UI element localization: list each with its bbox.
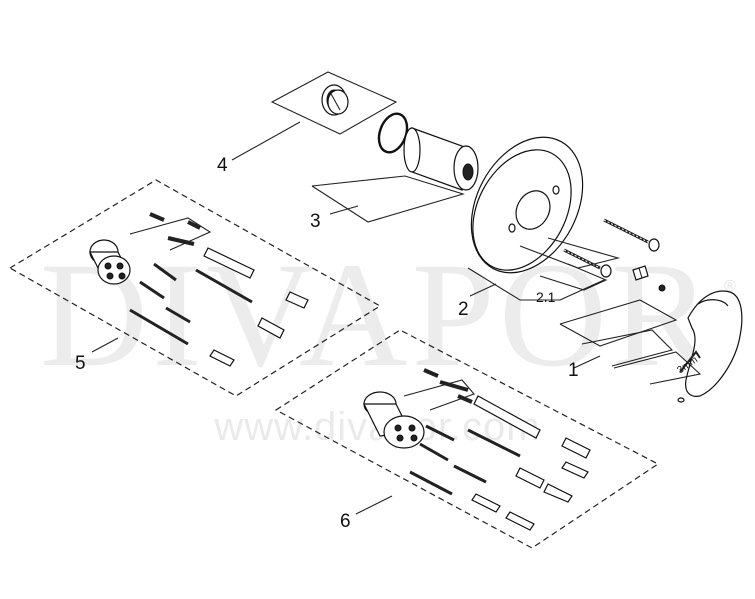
part-1-box-b xyxy=(581,329,674,367)
screw-hole-top xyxy=(552,185,560,195)
part-4-nut xyxy=(321,84,349,116)
callout-4: 4 xyxy=(217,155,228,176)
leader-6 xyxy=(355,495,393,515)
part-3-group xyxy=(311,112,479,223)
part-6-cartridge xyxy=(363,391,425,449)
screw-box-upper xyxy=(519,237,621,269)
long-screw-upper xyxy=(603,218,660,252)
leader-4 xyxy=(231,121,301,161)
callout-6: 6 xyxy=(340,511,351,532)
leader-5 xyxy=(91,337,119,353)
long-screw-lower xyxy=(563,248,612,278)
handle-screw xyxy=(677,397,685,403)
callout-1: 1 xyxy=(568,360,579,381)
callout-5: 5 xyxy=(75,353,86,374)
part-1-box-a xyxy=(559,299,678,347)
part-4-group xyxy=(231,71,398,161)
part-1-group xyxy=(559,265,743,403)
part-5-cartridge xyxy=(89,239,131,285)
callout-3: 3 xyxy=(310,211,321,232)
leader-2-1 xyxy=(559,279,605,301)
part-5-dashed-box xyxy=(8,179,382,397)
watermark-brand: DIVAPOR xyxy=(39,232,716,398)
part-6-dashed-box xyxy=(274,329,660,549)
screw-hole-bottom xyxy=(508,223,516,233)
lever-handle xyxy=(685,290,743,397)
set-screw xyxy=(658,284,666,292)
escutcheon-hole xyxy=(515,190,551,230)
part-6-group xyxy=(274,329,660,549)
leader-1 xyxy=(573,355,601,369)
part-4-box xyxy=(270,71,398,135)
hex-key-icon xyxy=(679,350,701,373)
part-5-small-parts xyxy=(129,212,309,367)
screw-box-lower xyxy=(539,263,608,291)
adapter-nut xyxy=(632,265,649,281)
part-1-box-c xyxy=(613,351,702,385)
watermark-registered-mark: ® xyxy=(724,278,736,295)
leader-2-bracket xyxy=(467,267,560,301)
part-5-group xyxy=(8,179,382,397)
part-3-box xyxy=(311,175,465,223)
callout-2-1: 2.1 xyxy=(536,289,556,305)
lever-cap xyxy=(697,299,729,307)
part-6-small-parts xyxy=(409,368,591,531)
leader-3 xyxy=(329,205,359,215)
sleeve xyxy=(403,127,479,191)
part-2-group xyxy=(467,136,660,301)
part-5-inner-box xyxy=(129,217,212,251)
leader-2 xyxy=(469,283,497,297)
callout-2: 2 xyxy=(458,299,469,320)
part-6-inner-box xyxy=(403,379,475,411)
